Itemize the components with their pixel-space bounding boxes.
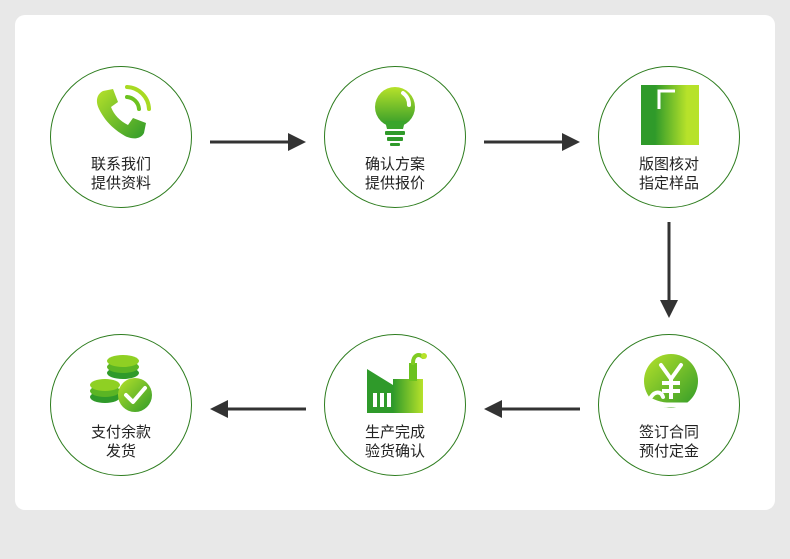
- step-label-line2: 提供报价: [364, 174, 425, 192]
- factory-icon: [363, 351, 427, 415]
- step-label-line1: 联系我们: [90, 155, 151, 173]
- arrow-down: [658, 222, 680, 318]
- step-label-line1: 确认方案: [364, 155, 425, 173]
- step-production-done: 生产完成 验货确认: [324, 334, 466, 476]
- coins-check-icon: [89, 351, 153, 415]
- arrow-left: [210, 398, 306, 420]
- yuan-hand-icon: [637, 351, 701, 415]
- step-label-line2: 验货确认: [364, 442, 425, 460]
- arrow-right: [484, 131, 580, 153]
- step-label-line2: 预付定金: [638, 442, 699, 460]
- step-label-line2: 提供资料: [90, 174, 151, 192]
- step-label-line2: 发货: [105, 442, 136, 460]
- phone-icon: [89, 83, 153, 147]
- step-label: 版图核对 指定样品: [599, 155, 739, 193]
- lightbulb-icon: [363, 83, 427, 147]
- step-label-line1: 版图核对: [638, 155, 699, 173]
- step-label-line1: 签订合同: [638, 423, 699, 441]
- step-contact-us: 联系我们 提供资料: [50, 66, 192, 208]
- step-pay-balance: 支付余款 发货: [50, 334, 192, 476]
- step-label: 支付余款 发货: [51, 423, 191, 461]
- step-label-line2: 指定样品: [638, 174, 699, 192]
- plate-icon: [637, 83, 701, 147]
- step-sign-contract: 签订合同 预付定金: [598, 334, 740, 476]
- step-label: 生产完成 验货确认: [325, 423, 465, 461]
- step-label: 确认方案 提供报价: [325, 155, 465, 193]
- step-label: 签订合同 预付定金: [599, 423, 739, 461]
- arrow-right: [210, 131, 306, 153]
- step-confirm-plan: 确认方案 提供报价: [324, 66, 466, 208]
- step-label-line1: 支付余款: [90, 423, 151, 441]
- step-label: 联系我们 提供资料: [51, 155, 191, 193]
- step-plate-check: 版图核对 指定样品: [598, 66, 740, 208]
- arrow-left: [484, 398, 580, 420]
- step-label-line1: 生产完成: [364, 423, 425, 441]
